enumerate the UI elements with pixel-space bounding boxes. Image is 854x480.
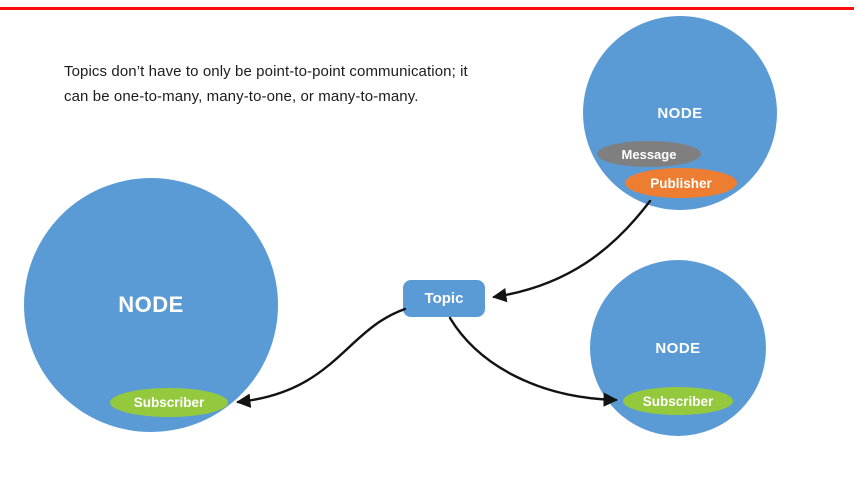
publisher-ellipse: Publisher [625, 168, 737, 198]
message-ellipse: Message [597, 141, 701, 167]
caption-line-1: Topics don’t have to only be point-to-po… [64, 63, 468, 80]
caption-text: Topics don’t have to only be point-to-po… [64, 60, 468, 110]
node-label-bottom-right: NODE [655, 339, 701, 357]
top-red-line [0, 7, 854, 10]
topic-box: Topic [403, 280, 485, 317]
node-label-top-right: NODE [657, 104, 703, 122]
subscriber-ellipse-bottom-right: Subscriber [623, 387, 733, 415]
node-label-left: NODE [118, 292, 184, 317]
caption-line-2: can be one-to-many, many-to-one, or many… [64, 87, 419, 105]
subscriber-ellipse-left: Subscriber [110, 388, 228, 417]
